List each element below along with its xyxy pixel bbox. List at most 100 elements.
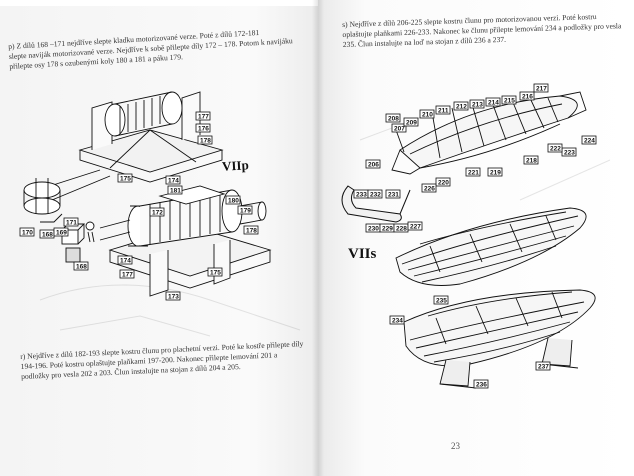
part-label: 232 xyxy=(367,189,383,199)
svg-text:168: 168 xyxy=(42,232,53,239)
svg-text:230: 230 xyxy=(368,226,379,233)
svg-text:208: 208 xyxy=(388,116,399,123)
svg-text:168: 168 xyxy=(76,264,87,271)
svg-text:170: 170 xyxy=(22,230,33,237)
part-label: 177 xyxy=(119,269,135,279)
svg-text:181: 181 xyxy=(170,188,181,195)
svg-text:178: 178 xyxy=(246,228,257,235)
part-label: 214 xyxy=(485,97,501,107)
part-label: 173 xyxy=(165,291,181,301)
part-label: 211 xyxy=(435,105,451,115)
page-number: 23 xyxy=(451,441,460,451)
svg-text:228: 228 xyxy=(396,226,407,233)
part-label: 207 xyxy=(391,123,407,133)
book-gutter xyxy=(312,0,324,476)
part-label: 235 xyxy=(433,295,449,305)
part-label: 210 xyxy=(419,109,435,119)
svg-text:175: 175 xyxy=(120,176,131,183)
part-label: 223 xyxy=(561,147,577,157)
svg-text:236: 236 xyxy=(476,382,487,389)
svg-text:175: 175 xyxy=(210,270,221,277)
part-label: 228 xyxy=(393,223,409,233)
svg-text:174: 174 xyxy=(120,258,131,265)
boat-keel-drawing xyxy=(341,185,411,223)
svg-text:178: 178 xyxy=(200,138,211,145)
svg-text:169: 169 xyxy=(56,230,67,237)
svg-text:211: 211 xyxy=(438,108,449,115)
svg-text:215: 215 xyxy=(504,98,515,105)
svg-text:232: 232 xyxy=(370,192,381,199)
part-label: 181 xyxy=(167,185,183,195)
part-label: 237 xyxy=(535,361,551,371)
boat-frame-drawing xyxy=(391,91,587,175)
part-label: 219 xyxy=(487,167,503,177)
svg-text:173: 173 xyxy=(168,294,179,301)
section-label-viis: VIIs xyxy=(348,246,377,262)
part-label: 175 xyxy=(207,267,223,277)
part-label: 208 xyxy=(385,113,401,123)
part-label: 175 xyxy=(117,173,133,183)
part-label: 233 xyxy=(353,189,369,199)
part-label: 220 xyxy=(435,177,451,187)
svg-text:207: 207 xyxy=(394,126,405,133)
boat-on-stand-drawing xyxy=(403,289,596,389)
svg-text:210: 210 xyxy=(422,112,433,119)
part-label: 234 xyxy=(389,315,405,325)
svg-text:214: 214 xyxy=(488,100,499,107)
svg-text:176: 176 xyxy=(198,126,209,133)
part-label: 176 xyxy=(195,123,211,133)
svg-text:217: 217 xyxy=(536,86,547,93)
svg-text:216: 216 xyxy=(522,94,533,101)
planked-boat-drawing xyxy=(395,207,587,286)
part-label: 221 xyxy=(465,167,481,177)
svg-text:174: 174 xyxy=(168,178,179,185)
part-label: 170 xyxy=(19,227,35,237)
part-label: 174 xyxy=(117,255,133,265)
windlass-upper-drawing xyxy=(23,91,224,215)
svg-text:226: 226 xyxy=(424,186,435,193)
svg-text:224: 224 xyxy=(584,138,595,145)
svg-text:231: 231 xyxy=(388,192,399,199)
part-label: 213 xyxy=(469,99,485,109)
svg-text:209: 209 xyxy=(406,120,417,127)
svg-text:212: 212 xyxy=(456,104,467,111)
part-label: 168 xyxy=(73,261,89,271)
part-label: 180 xyxy=(225,195,241,205)
part-label: 178 xyxy=(197,135,213,145)
svg-text:179: 179 xyxy=(240,208,251,215)
svg-text:229: 229 xyxy=(382,226,393,233)
part-label: 236 xyxy=(473,379,489,389)
svg-text:171: 171 xyxy=(66,220,77,227)
svg-text:235: 235 xyxy=(436,298,447,305)
svg-text:172: 172 xyxy=(152,210,163,217)
part-label: 169 xyxy=(53,227,69,237)
part-label: 172 xyxy=(149,207,165,217)
svg-text:227: 227 xyxy=(410,224,421,231)
part-label: 174 xyxy=(165,175,181,185)
svg-text:213: 213 xyxy=(472,102,483,109)
part-label: 227 xyxy=(407,221,423,231)
svg-text:220: 220 xyxy=(438,180,449,187)
svg-text:218: 218 xyxy=(526,158,537,165)
svg-text:221: 221 xyxy=(468,170,479,177)
part-label: 217 xyxy=(533,83,549,93)
svg-text:237: 237 xyxy=(538,364,549,371)
part-label: 215 xyxy=(501,95,517,105)
svg-text:234: 234 xyxy=(392,318,403,325)
part-label: 229 xyxy=(379,223,395,233)
part-label: 222 xyxy=(547,143,563,153)
svg-text:180: 180 xyxy=(228,198,239,205)
svg-text:177: 177 xyxy=(122,272,133,279)
part-label: 231 xyxy=(385,189,401,199)
svg-text:233: 233 xyxy=(356,192,367,199)
svg-text:206: 206 xyxy=(368,162,379,169)
right-part-labels: 208 207 209 210 211 212 213 214 215 216 … xyxy=(353,83,597,389)
part-label: 216 xyxy=(519,91,535,101)
part-label: 206 xyxy=(365,159,381,169)
part-label: 179 xyxy=(237,205,253,215)
part-label: 224 xyxy=(581,135,597,145)
part-label: 212 xyxy=(453,101,469,111)
part-label: 178 xyxy=(243,225,259,235)
